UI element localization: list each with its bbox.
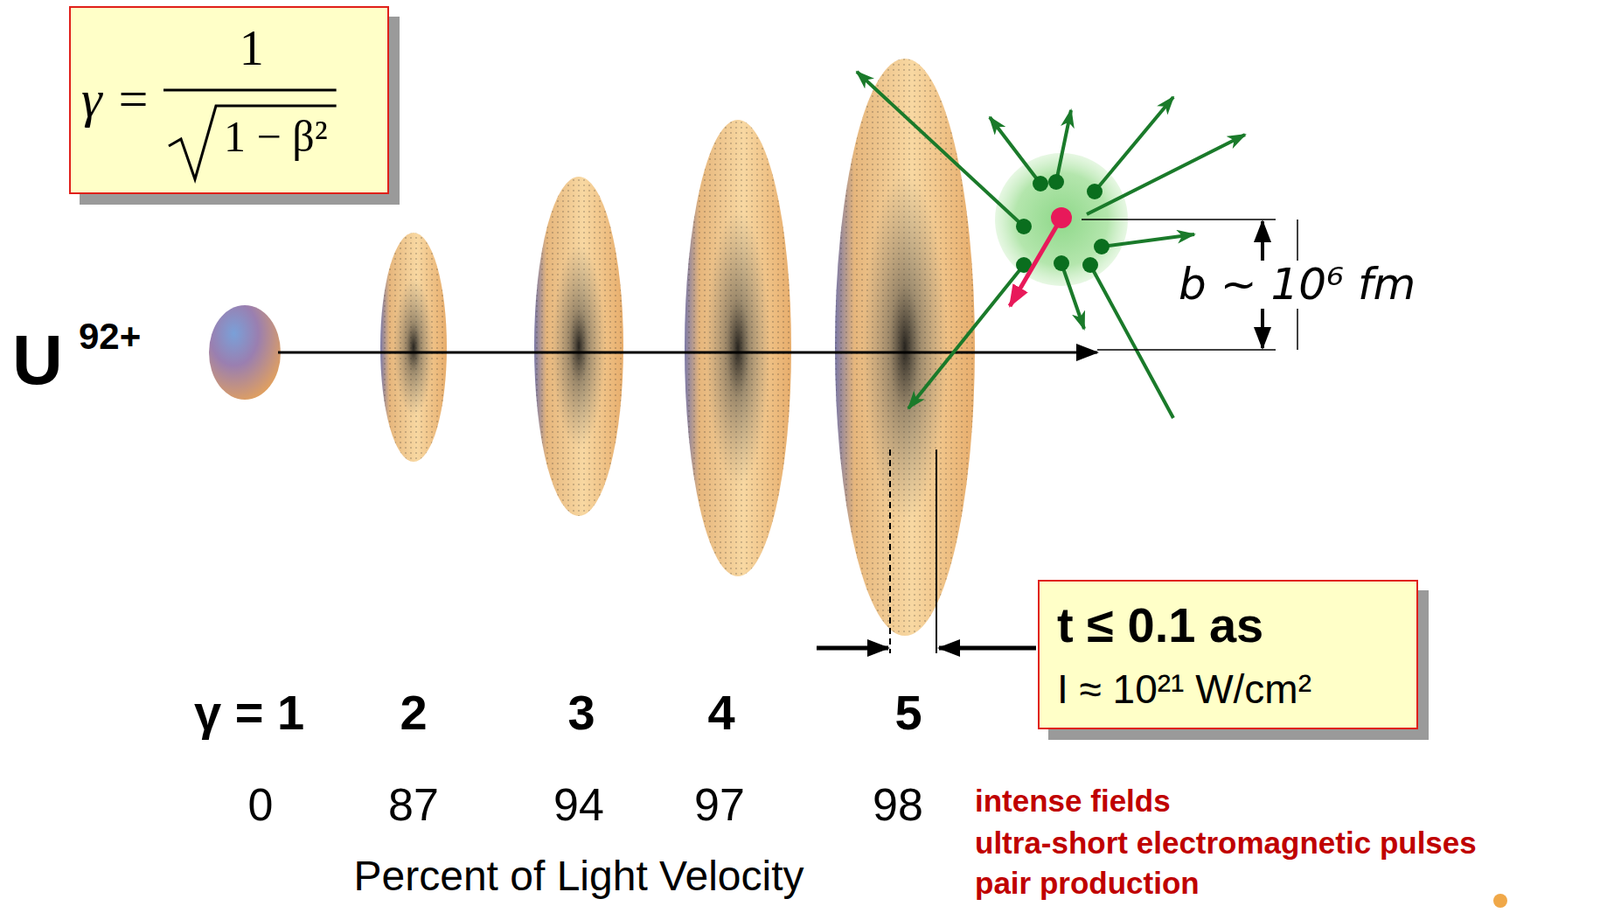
particle-dots <box>1015 173 1110 273</box>
nucleus-sphere <box>208 305 281 400</box>
effect-note: intense fields <box>974 784 1171 819</box>
gamma-value: γ = 1 <box>194 685 305 740</box>
disk-core <box>834 58 975 636</box>
formula-radicand: 1 − β² <box>223 114 328 159</box>
formula-numerator: 1 <box>239 23 265 73</box>
gamma-value: 5 <box>894 685 922 740</box>
particle-track <box>1101 234 1195 247</box>
effect-note: ultra-short electromagnetic pulses <box>974 826 1477 861</box>
electron-track <box>1009 223 1058 307</box>
pulse-intensity: I ≈ 10²¹ W/cm² <box>1057 668 1312 710</box>
extension-line <box>1097 348 1276 351</box>
velocity-percent: 98 <box>872 779 924 830</box>
fraction-bar <box>163 89 337 92</box>
particle <box>1032 175 1049 192</box>
ion-symbol: U <box>12 321 63 399</box>
particle <box>1015 218 1032 235</box>
guide-line <box>935 449 938 654</box>
disk-body <box>684 119 792 577</box>
particle-track <box>908 264 1024 409</box>
emitted-particles <box>856 71 1246 418</box>
effect-note: pair production <box>974 866 1200 901</box>
disk-stipple <box>380 232 447 462</box>
particle-track <box>1056 110 1072 182</box>
particle <box>1082 257 1099 273</box>
gamma-value: 3 <box>567 685 595 740</box>
velocity-percent: 87 <box>388 779 439 830</box>
formula-lhs: γ = <box>81 72 151 126</box>
particle <box>1086 183 1103 200</box>
disk-core <box>684 119 792 577</box>
ion-charge: 92+ <box>78 316 141 357</box>
beam-axis <box>278 351 1098 355</box>
disk-core <box>380 232 447 462</box>
disk-body <box>534 176 624 516</box>
pulse-box: t ≤ 0.1 as I ≈ 10²¹ W/cm² <box>1037 579 1419 730</box>
formula-box: γ = 1 1 − β² <box>69 6 390 195</box>
disk-core <box>534 176 624 516</box>
particle <box>1048 173 1065 190</box>
particle-track <box>989 117 1041 184</box>
gamma-value: 2 <box>399 685 427 740</box>
disk-stipple <box>684 119 792 577</box>
particle-track <box>856 71 1024 227</box>
thickness-arrow <box>939 646 1037 651</box>
particle <box>1053 255 1070 272</box>
extension-line <box>1081 218 1276 221</box>
impact-parameter: b ~ 10⁶ fm <box>1175 260 1419 309</box>
disk-body <box>834 58 975 636</box>
disk-body <box>380 232 447 462</box>
axis-title: Percent of Light Velocity <box>354 853 805 900</box>
electron <box>1050 207 1072 229</box>
pulse-duration: t ≤ 0.1 as <box>1057 600 1264 650</box>
radical-sign <box>168 105 337 180</box>
particle <box>1093 238 1110 255</box>
contracted-disk <box>534 176 624 516</box>
thickness-arrow <box>816 646 889 651</box>
disk-stipple <box>534 176 624 516</box>
bullet-dot <box>1493 893 1508 908</box>
velocity-percent: 97 <box>694 779 745 830</box>
velocity-percent: 94 <box>553 779 605 830</box>
particle-track <box>1086 134 1246 215</box>
velocity-percent: 0 <box>248 779 274 830</box>
contracted-disk <box>380 232 447 462</box>
particle-track <box>1061 263 1085 329</box>
contracted-disk <box>834 58 975 636</box>
dashed-guide <box>889 449 891 654</box>
particle-track <box>1090 264 1174 418</box>
disk-stipple <box>834 58 975 636</box>
contracted-disk <box>684 119 792 577</box>
gamma-value: 4 <box>707 685 735 740</box>
